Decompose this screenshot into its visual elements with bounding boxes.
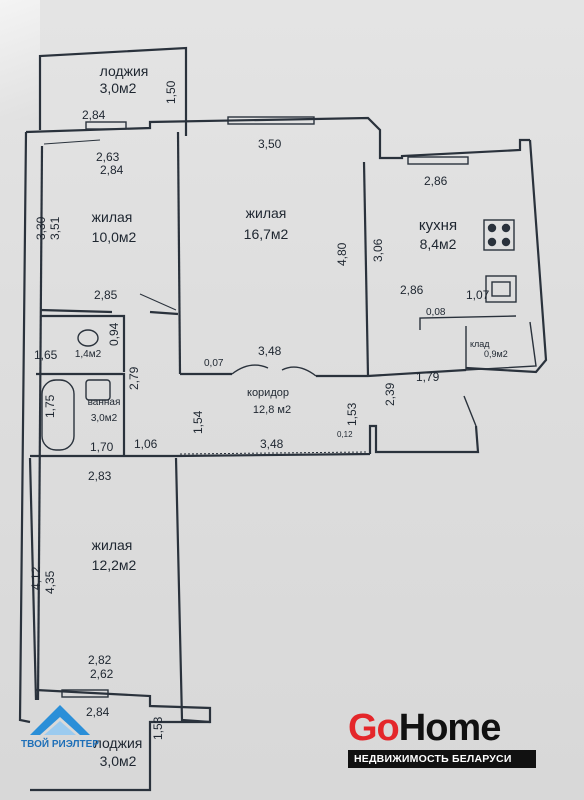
dim-283: 2,83 — [88, 469, 112, 483]
window-kitchen — [407, 156, 469, 165]
room-bathroom-name: ванная — [87, 397, 121, 408]
room-storage-area: 0,9м2 — [484, 349, 508, 359]
room-living-center-name: жилая — [245, 205, 287, 221]
dim-285: 2,85 — [94, 288, 118, 302]
dim-153a: 1,53 — [345, 402, 359, 426]
bathtub — [41, 379, 75, 451]
dim-350: 3,50 — [258, 137, 282, 151]
dim-008: 0,08 — [426, 307, 446, 318]
window-bottom-room — [61, 689, 109, 698]
dim-282: 2,82 — [88, 653, 112, 667]
room-corridor-area: 12,8 м2 — [252, 404, 292, 416]
room-loggia-top-area: 3,0м2 — [99, 80, 137, 96]
dim-284a: 2,84 — [82, 108, 106, 122]
dim-170: 1,70 — [90, 440, 114, 454]
room-living-bottom-name: жилая — [91, 537, 133, 553]
wall-outer-left — [18, 131, 31, 724]
kitchen-sink — [485, 275, 517, 303]
dim-286b: 2,86 — [400, 283, 424, 297]
realtor-name: ТВОЙ РИЭЛТЕР — [21, 739, 99, 750]
dim-239: 2,39 — [383, 382, 397, 406]
dim-284b: 2,84 — [100, 163, 124, 177]
dim-165: 1,65 — [34, 348, 58, 362]
dim-262: 2,62 — [90, 667, 114, 681]
room-loggia-top-name: лоджия — [99, 63, 149, 79]
wall-bottom-room-right — [174, 457, 211, 724]
gohome-logo: GoHome НЕДВИЖИМОСТЬ БЕЛАРУСИ — [348, 708, 536, 772]
dim-351: 3,51 — [48, 216, 62, 240]
room-loggia-bottom-area: 3,0м2 — [99, 753, 137, 769]
room-kitchen-name: кухня — [418, 217, 458, 234]
gohome-tagline: НЕДВИЖИМОСТЬ БЕЛАРУСИ — [348, 750, 536, 768]
room-living-bottom-area: 12,2м2 — [91, 557, 137, 573]
room-living-left-name: жилая — [91, 209, 133, 225]
wall-bath — [36, 372, 126, 456]
wall-left-center — [176, 131, 182, 375]
house-icon — [30, 705, 90, 735]
room-loggia-bottom-name: лоджия — [93, 735, 143, 751]
wall-loggia-bottom — [30, 688, 212, 792]
toilet — [77, 329, 99, 347]
room-bathroom-area: 3,0м2 — [90, 413, 118, 424]
door-kitchen-area — [463, 395, 477, 427]
room-corridor-name: коридор — [247, 387, 289, 399]
wall-kitchen-bottom — [367, 368, 467, 378]
gohome-home: Home — [398, 707, 502, 749]
wall-wc — [40, 314, 126, 372]
dim-348a: 3,48 — [258, 344, 282, 358]
dim-306: 3,06 — [371, 238, 385, 262]
dim-286a: 2,86 — [424, 174, 448, 188]
dim-007: 0,07 — [204, 358, 224, 369]
storage-closet — [465, 321, 537, 371]
dim-175: 1,75 — [43, 394, 57, 418]
wall-outer-right — [465, 139, 548, 374]
dim-480: 4,80 — [335, 242, 349, 266]
dim-153b: 1,53 — [151, 716, 165, 740]
kitchen-counter — [419, 315, 517, 330]
dim-284c: 2,84 — [86, 705, 110, 719]
door-center — [231, 364, 317, 377]
dim-279: 2,79 — [127, 366, 141, 390]
room-living-center-area: 16,7м2 — [243, 226, 289, 242]
dim-435: 4,35 — [43, 570, 57, 594]
realtor-logo: ТВОЙ РИЭЛТЕР — [10, 695, 110, 755]
gohome-go: Go — [348, 707, 400, 749]
room-kitchen-area: 8,4м2 — [419, 236, 457, 252]
room-living-left-area: 10,0м2 — [91, 229, 137, 245]
leader-left-room — [43, 139, 177, 311]
room-storage-name: клад — [470, 339, 490, 349]
dim-179: 1,79 — [416, 370, 440, 384]
dim-012: 0,12 — [337, 430, 353, 439]
dim-line-corridor — [179, 451, 367, 455]
wall-loggia-top — [38, 46, 188, 136]
dim-150: 1,50 — [164, 80, 178, 104]
wall-center-kitchen — [362, 161, 370, 377]
dim-154: 1,54 — [191, 410, 205, 434]
dim-094: 0,94 — [107, 322, 121, 346]
dim-412: 4,12 — [29, 566, 43, 590]
dim-263: 2,63 — [96, 150, 120, 164]
paper-edge — [0, 0, 40, 120]
wall-left-inner — [36, 145, 44, 701]
wall-left-bottom — [39, 308, 179, 316]
dim-348b: 3,48 — [260, 437, 284, 451]
wall-corridor-bottom — [175, 424, 480, 458]
wall-center-bottom — [180, 372, 368, 378]
stove — [483, 219, 515, 251]
dim-106: 1,06 — [134, 437, 158, 451]
gohome-wordmark: GoHome — [348, 708, 536, 748]
wall-outer-top — [25, 116, 530, 160]
bath-sink — [85, 379, 111, 401]
room-wc-area: 1,4м2 — [74, 349, 102, 360]
wall-bottom-room-left — [28, 457, 38, 701]
dim-107: 1,07 — [466, 288, 490, 302]
dim-330: 3,30 — [34, 216, 48, 240]
